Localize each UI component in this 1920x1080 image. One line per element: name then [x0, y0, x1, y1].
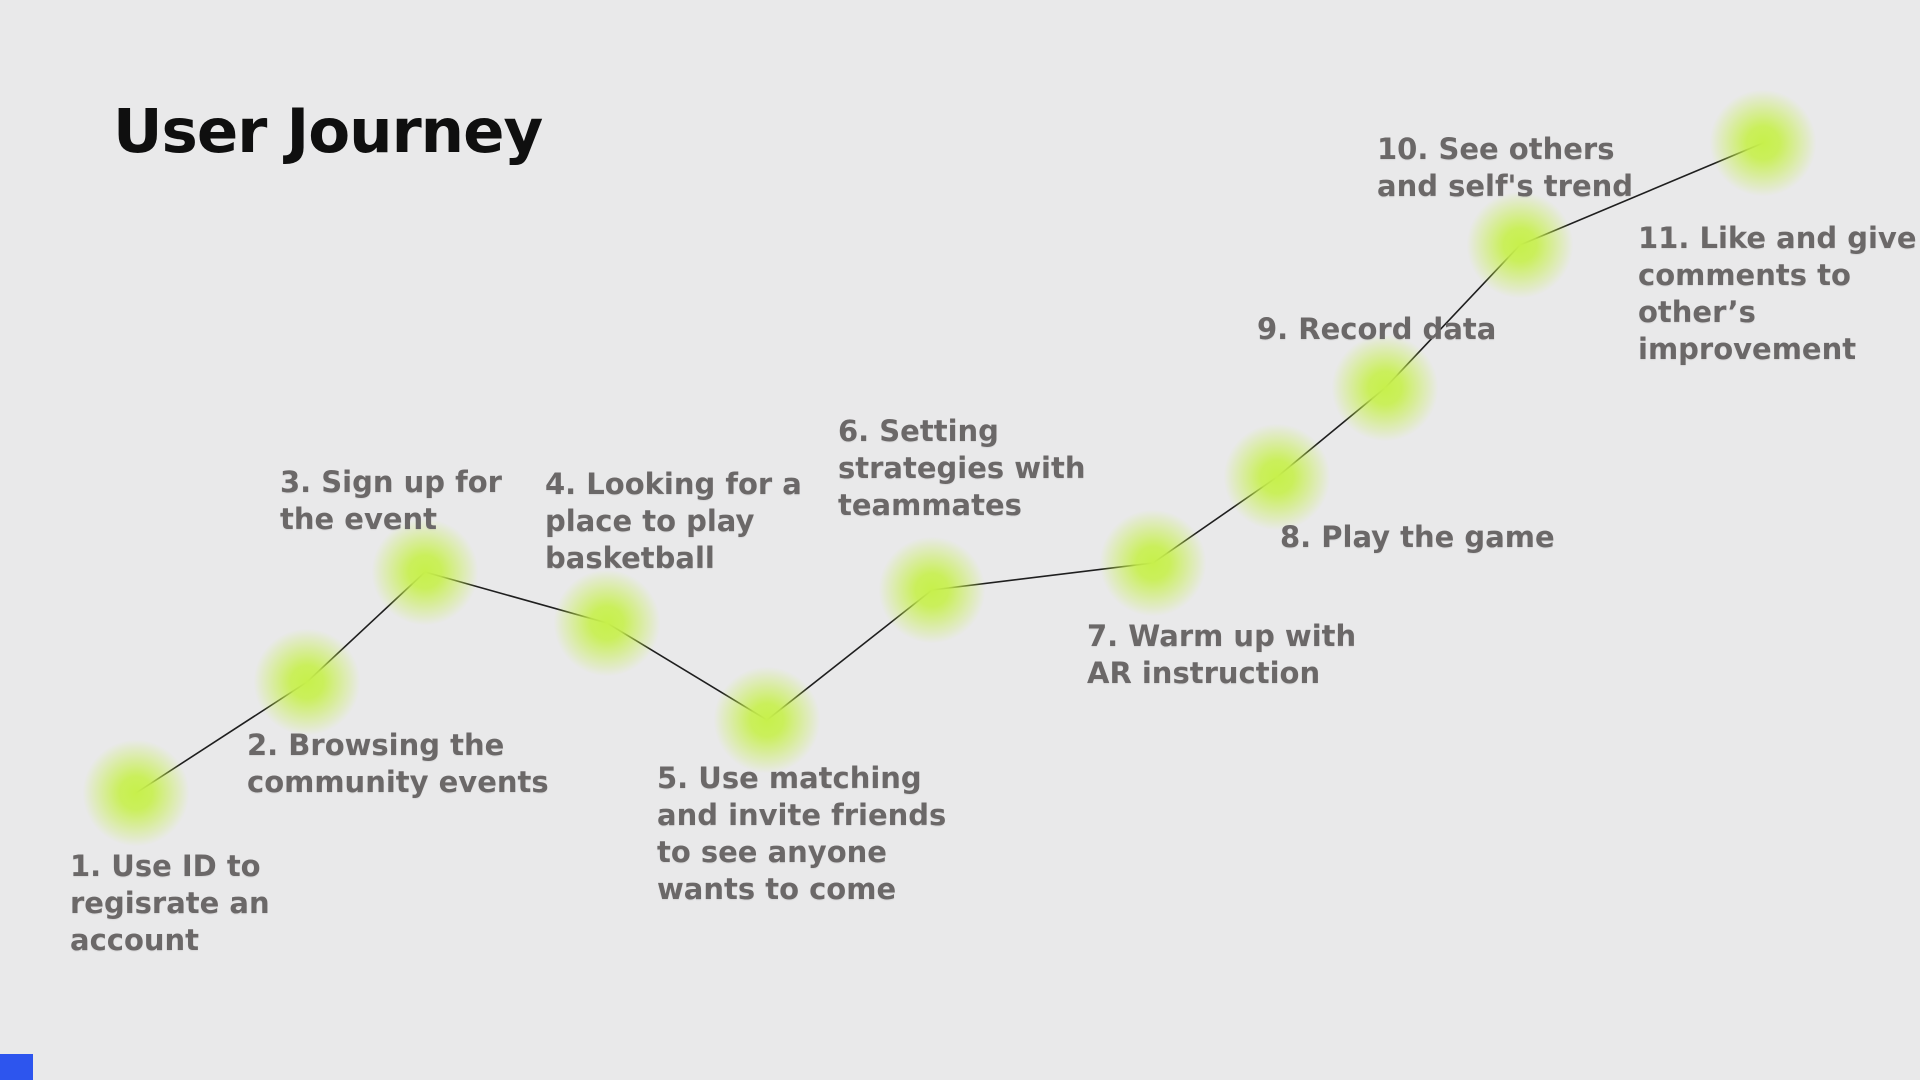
journey-dot-4 [542, 558, 672, 688]
journey-step-label-6: 6. Setting strategies with teammates [838, 414, 1086, 522]
journey-dot-11 [1698, 78, 1828, 208]
journey-step-label-9: 9. Record data [1257, 312, 1497, 346]
journey-step-label-11: 11. Like and give comments to other’s im… [1638, 221, 1917, 366]
journey-step-label-4: 4. Looking for a place to play basketbal… [545, 467, 802, 575]
journey-step-label-7: 7. Warm up with AR instruction [1087, 619, 1357, 690]
corner-accent-block [0, 1054, 33, 1080]
journey-step-label-3: 3. Sign up for the event [280, 465, 502, 536]
journey-step-label-1: 1. Use ID to regisrate an account [70, 849, 270, 957]
journey-dot-1 [71, 728, 201, 858]
journey-step-label-8: 8. Play the game [1280, 520, 1555, 554]
journey-dot-7 [1088, 498, 1218, 628]
journey-dot-6 [867, 525, 997, 655]
journey-step-label-5: 5. Use matching and invite friends to se… [657, 761, 947, 906]
journey-step-label-2: 2. Browsing the community events [247, 728, 549, 799]
journey-step-label-10: 10. See others and self's trend [1377, 132, 1634, 203]
page-title: User Journey [113, 96, 543, 167]
